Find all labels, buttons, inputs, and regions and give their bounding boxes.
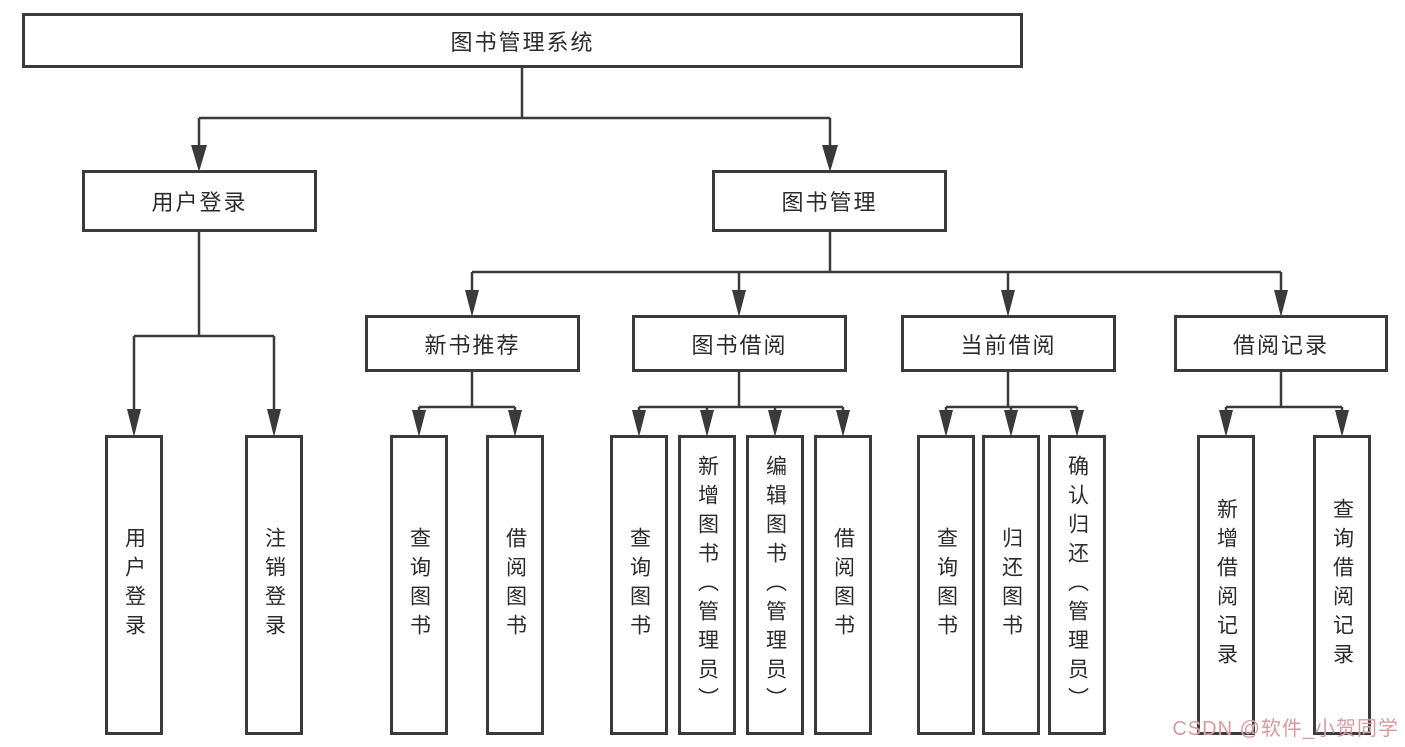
arrowhead-icon <box>1004 410 1018 437</box>
arrowhead-icon <box>768 410 782 437</box>
leaf-return-books: 归还图书 <box>982 435 1040 735</box>
leaf-borrow-books: 借阅图书 <box>814 435 872 735</box>
arrowhead-icon <box>127 409 141 437</box>
connector-user-login-to-leaves <box>127 232 281 437</box>
connector-root-to-level2 <box>191 68 838 172</box>
leaf-confirm-return-admin: 确认归还（管理员） <box>1048 435 1106 735</box>
leaf-query-borrow-record: 查询借阅记录 <box>1313 435 1371 735</box>
leaf-edit-books-admin: 编辑图书（管理员） <box>746 435 804 735</box>
leaf-add-borrow-record: 新增借阅记录 <box>1197 435 1255 735</box>
node-current-borrow: 当前借阅 <box>901 315 1116 372</box>
arrowhead-icon <box>700 410 714 437</box>
leaf-query-books-borrow: 查询图书 <box>610 435 668 735</box>
leaf-query-books-rec: 查询图书 <box>390 435 448 735</box>
node-new-book-rec: 新书推荐 <box>365 315 580 372</box>
arrowhead-icon <box>939 410 953 437</box>
arrowhead-icon <box>1219 410 1233 437</box>
arrowhead-icon <box>1001 290 1015 317</box>
arrowhead-icon <box>508 410 522 437</box>
node-borrow-records: 借阅记录 <box>1174 315 1388 372</box>
arrowhead-icon <box>465 290 479 317</box>
arrowhead-icon <box>191 145 207 172</box>
connector-book-mgmt-to-level3 <box>465 232 1288 317</box>
node-root: 图书管理系统 <box>22 13 1023 68</box>
leaf-borrow-books-rec: 借阅图书 <box>486 435 544 735</box>
arrowhead-icon <box>1274 290 1288 317</box>
arrowhead-icon <box>412 410 426 437</box>
arrowhead-icon <box>632 410 646 437</box>
connector-book-borrow-to-leaves <box>632 372 850 437</box>
node-user-login-branch: 用户登录 <box>82 170 317 232</box>
leaf-add-books-admin: 新增图书（管理员） <box>678 435 736 735</box>
connector-borrow-records-to-leaves <box>1219 372 1349 437</box>
arrowhead-icon <box>1070 410 1084 437</box>
leaf-user-login: 用户登录 <box>105 435 163 735</box>
arrowhead-icon <box>732 290 746 317</box>
connector-current-borrow-to-leaves <box>939 372 1084 437</box>
leaf-query-books-current: 查询图书 <box>917 435 975 735</box>
leaf-logout: 注销登录 <box>245 435 303 735</box>
connector-new-book-to-leaves <box>412 372 522 437</box>
node-book-borrow: 图书借阅 <box>632 315 847 372</box>
arrowhead-icon <box>1335 410 1349 437</box>
node-book-mgmt-branch: 图书管理 <box>712 170 947 232</box>
watermark: CSDN @软件_小贺同学 <box>1172 718 1399 740</box>
arrowhead-icon <box>267 409 281 437</box>
arrowhead-icon <box>836 410 850 437</box>
arrowhead-icon <box>822 145 838 172</box>
